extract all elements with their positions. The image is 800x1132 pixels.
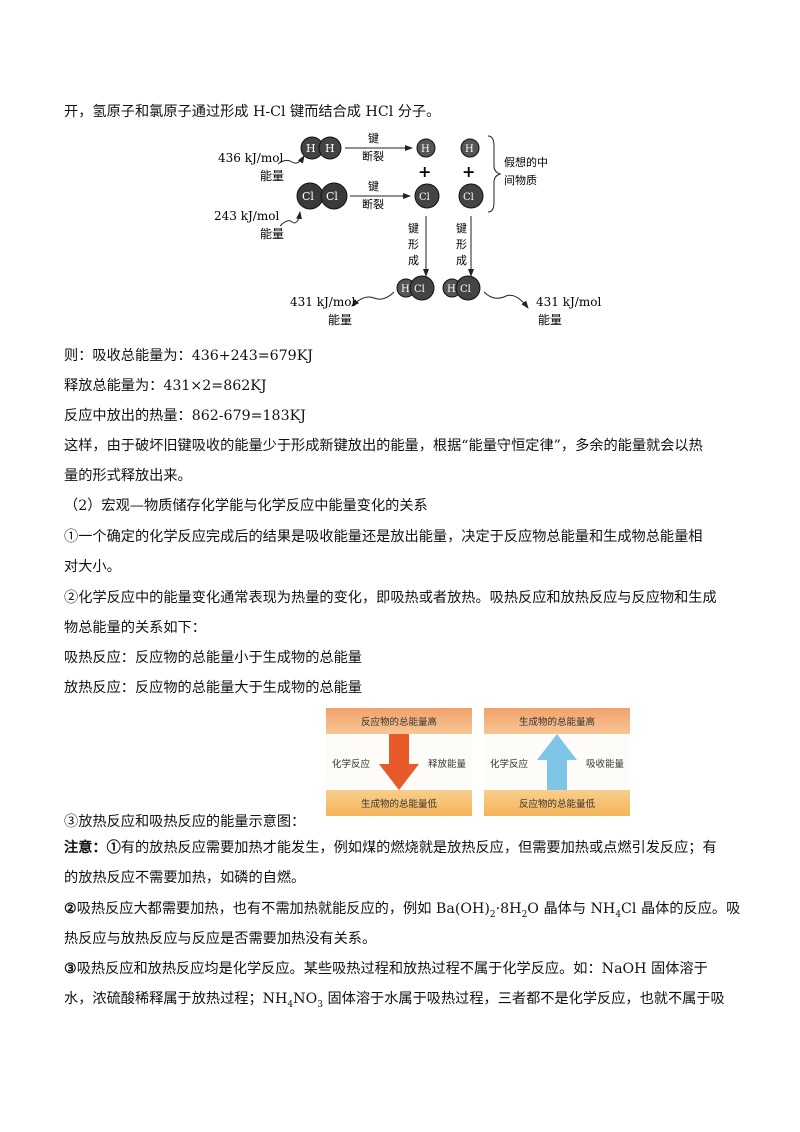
- note-3-line-1: ③吸热反应和放热反应均是化学反应。某些吸热过程和放热过程不属于化学反应。如：Na…: [64, 959, 708, 979]
- exothermic-energy-diagram: 反应物的总能量高 化学反应 释放能量 生成物的总能量低: [326, 708, 472, 816]
- point-1-line-1: ①一个确定的化学反应完成后的结果是吸收能量还是放出能量，决定于反应物总能量和生成…: [64, 529, 703, 545]
- energy-label-243: 243 kJ/mol: [214, 209, 279, 223]
- point-2-line-1: ②化学反应中的能量变化通常表现为热量的变化，即吸热或者放热。吸热反应和放热反应与…: [64, 590, 717, 606]
- note-text: Cl 晶体的反应。吸: [621, 901, 741, 917]
- reactant-energy-band: 反应物的总能量低: [484, 790, 630, 816]
- subscript: 4: [287, 999, 294, 1010]
- bond-break-label: 键: [368, 131, 379, 145]
- reactant-energy-band: 反应物的总能量高: [326, 708, 472, 734]
- reaction-label: 化学反应: [490, 759, 529, 770]
- bond-energy-diagram: H H Cl Cl 436 kJ/mol 能量 243 kJ/mol 能量 键 …: [214, 131, 601, 327]
- intermediate-label: 假想的中: [504, 155, 548, 169]
- atom-label-h: H: [401, 284, 410, 295]
- atom-label-h: H: [465, 144, 474, 155]
- note-text: ·8H: [495, 901, 522, 917]
- explain-line-2: 量的形式释放出来。: [64, 468, 192, 484]
- note-text: 有的放热反应需要加热才能发生，例如煤的燃烧就是放热反应，但需要加热或点燃引发反应…: [120, 840, 717, 856]
- energy-label-431: 431 kJ/mol: [536, 295, 601, 309]
- point-3: ③放热反应和吸热反应的能量示意图：: [64, 814, 306, 830]
- bond-form-label: 形: [408, 238, 419, 251]
- cl2-molecule: Cl Cl: [296, 182, 348, 210]
- subscript: 4: [615, 909, 622, 920]
- note-text: O 晶体与 NH: [527, 901, 616, 917]
- point-1-line-2: 对大小。: [64, 559, 121, 575]
- bond-break-label: 断裂: [362, 149, 384, 163]
- bond-form-label: 成: [456, 254, 467, 267]
- point-2-line-2: 物总能量的关系如下：: [64, 620, 206, 636]
- endothermic-definition: 吸热反应：反应物的总能量小于生成物的总能量: [64, 650, 362, 666]
- plus-sign: +: [462, 162, 475, 181]
- up-arrow-icon: [537, 734, 577, 790]
- absorb-energy-label: 吸收能量: [585, 759, 624, 770]
- bond-break-label: 键: [368, 179, 379, 193]
- calc-release: 释放总能量为：431×2=862KJ: [64, 378, 267, 394]
- hcl-molecule: H Cl: [442, 275, 481, 301]
- subscript: 2: [521, 909, 528, 920]
- note-text: 吸热反应大都需要加热，也有不需加热就能反应的，例如 Ba(OH): [76, 901, 490, 917]
- energy-word: 能量: [328, 313, 352, 327]
- energy-label-431: 431 kJ/mol: [290, 295, 355, 309]
- note-2-line-2: 热反应与放热反应与反应是否需要加热没有关系。: [64, 931, 377, 947]
- calc-heat: 反应中放出的热量：862-679=183KJ: [64, 408, 306, 424]
- note-marker: ②: [64, 901, 77, 917]
- atom-label-cl: Cl: [326, 190, 338, 203]
- note-heading: 注意：: [64, 840, 107, 856]
- release-energy-label: 释放能量: [427, 759, 466, 770]
- hcl-molecule: H Cl: [396, 275, 435, 301]
- endothermic-energy-diagram: 生成物的总能量高 化学反应 吸收能量 反应物的总能量低: [484, 708, 630, 816]
- down-arrow-icon: [379, 734, 419, 790]
- atom-label-cl: Cl: [414, 284, 425, 295]
- intermediate-label: 间物质: [504, 173, 537, 187]
- atom-label-h: H: [421, 144, 430, 155]
- energy-word: 能量: [260, 169, 284, 183]
- bond-form-label: 键: [456, 221, 467, 235]
- atom-label-cl: Cl: [419, 192, 430, 203]
- note-text: 吸热反应和放热反应均是化学反应。某些吸热过程和放热过程不属于化学反应。如：NaO…: [76, 961, 708, 977]
- note-marker: ③: [64, 961, 77, 977]
- product-energy-band: 生成物的总能量高: [484, 708, 630, 734]
- atom-label-h: H: [325, 142, 335, 155]
- note-text: 固体溶于水属于吸热过程，三者都不是化学反应，也就不属于吸: [322, 991, 725, 1007]
- h2-molecule: H H: [300, 136, 342, 160]
- subscript: 2: [489, 909, 496, 920]
- subscript: 3: [317, 999, 323, 1010]
- note-1-line-1: 注意：①有的放热反应需要加热才能发生，例如煤的燃烧就是放热反应，但需要加热或点燃…: [64, 838, 717, 858]
- atom-label-cl: Cl: [302, 190, 314, 203]
- bond-form-label: 形: [456, 238, 467, 251]
- bond-form-label: 成: [408, 254, 419, 267]
- energy-word: 能量: [538, 313, 562, 327]
- bond-break-label: 断裂: [362, 197, 384, 211]
- note-3-line-2: 水，浓硫酸稀释属于放热过程；NH4NO3 固体溶于水属于吸热过程，三者都不是化学…: [64, 989, 725, 1009]
- note-text: 水，浓硫酸稀释属于放热过程；NH: [64, 991, 288, 1007]
- atom-label-h: H: [306, 142, 316, 155]
- calc-absorb: 则：吸收总能量为：436+243=679KJ: [64, 348, 313, 364]
- note-text: NO: [293, 991, 318, 1007]
- section-heading: （2）宏观—物质储存化学能与化学反应中能量变化的关系: [64, 498, 428, 514]
- energy-word: 能量: [260, 227, 284, 241]
- plus-sign: +: [418, 162, 431, 181]
- atom-label-cl: Cl: [463, 192, 474, 203]
- exothermic-definition: 放热反应：反应物的总能量大于生成物的总能量: [64, 680, 362, 696]
- atom-label-cl: Cl: [460, 284, 471, 295]
- reaction-label: 化学反应: [332, 759, 371, 770]
- note-2-line-1: ②吸热反应大都需要加热，也有不需加热就能反应的，例如 Ba(OH)2·8H2O …: [64, 899, 740, 919]
- bond-form-label: 键: [408, 221, 419, 235]
- atom-label-h: H: [447, 284, 456, 295]
- note-marker: ①: [106, 840, 121, 856]
- explain-line-1: 这样，由于破坏旧键吸收的能量少于形成新键放出的能量，根据“能量守恒定律”，多余的…: [64, 438, 703, 454]
- energy-label-436: 436 kJ/mol: [218, 151, 283, 165]
- note-1-line-2: 的放热反应不需要加热，如磷的自燃。: [64, 870, 306, 886]
- product-energy-band: 生成物的总能量低: [326, 790, 472, 816]
- intro-paragraph: 开，氢原子和氯原子通过形成 H-Cl 键而结合成 HCl 分子。: [64, 104, 441, 120]
